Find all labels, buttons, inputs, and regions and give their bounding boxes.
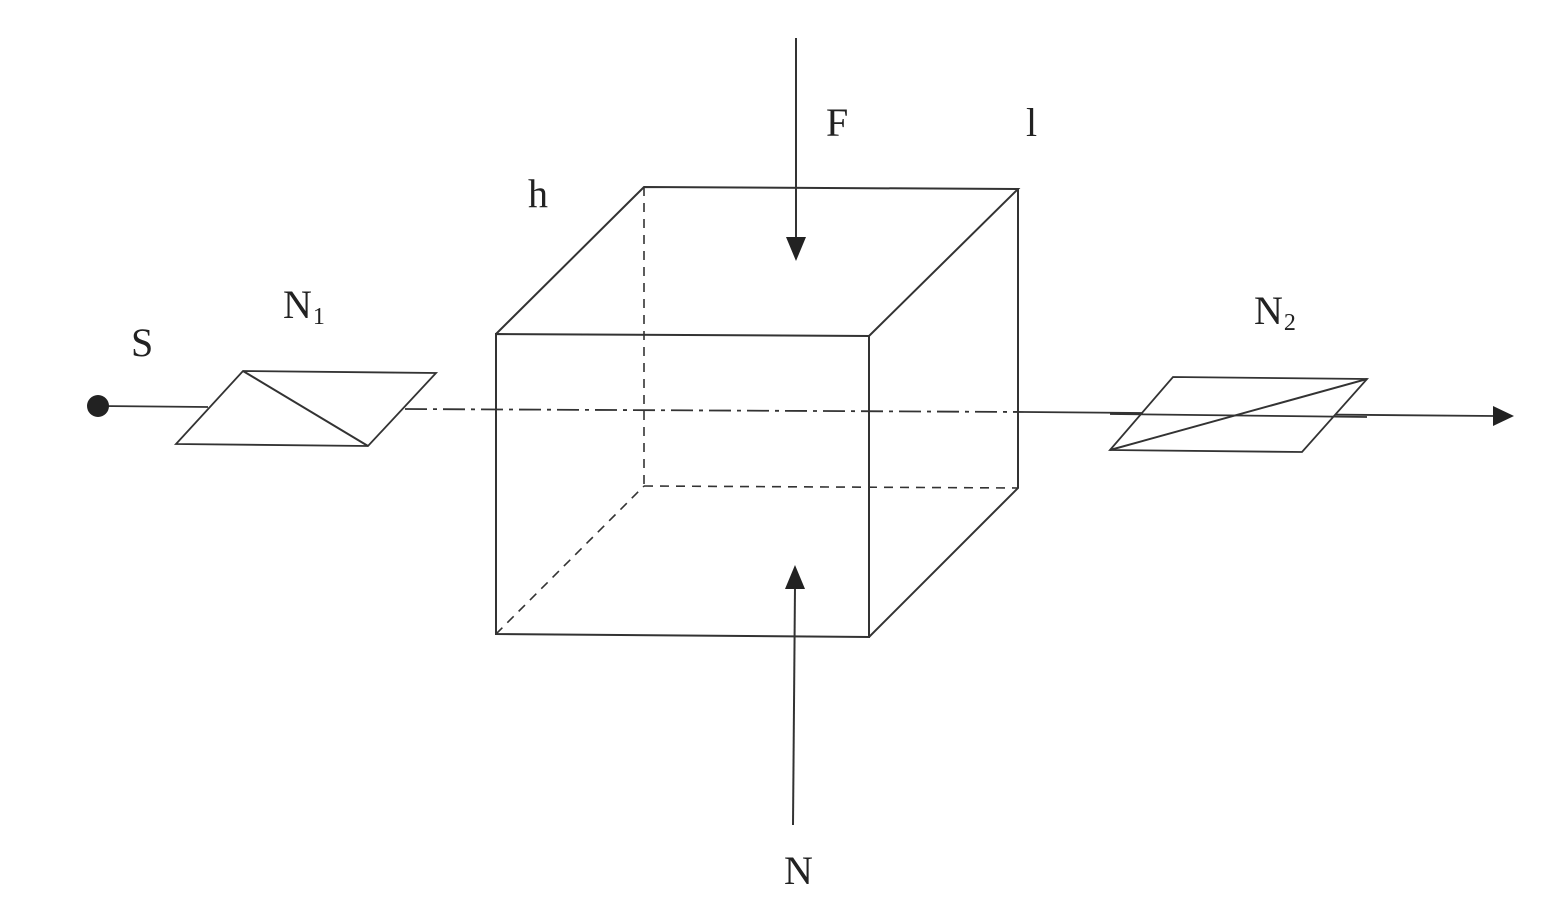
- polarizer-diagonal: [242, 370, 369, 447]
- analyzer-n2: [1108, 376, 1369, 453]
- label-polarizer-sub: 1: [313, 304, 325, 330]
- reaction-arrowhead: [785, 565, 805, 589]
- light-source-dot: [87, 395, 109, 417]
- beam-through-specimen: [404, 408, 1026, 413]
- label-height: h: [528, 171, 548, 216]
- force-arrow-f: [786, 38, 806, 261]
- label-polarizer: N1: [283, 282, 325, 330]
- cube-top-face: [495, 185, 1021, 337]
- beam-source-segment: [97, 405, 209, 408]
- specimen-cube: [495, 185, 1021, 639]
- label-polarizer-main: N: [283, 282, 312, 327]
- cube-hidden-bottom-side: [495, 485, 645, 635]
- cube-hidden-bottom-back: [643, 485, 1019, 489]
- force-arrowhead: [786, 237, 806, 261]
- beam-over-analyzer: [1109, 413, 1368, 418]
- beam-arrowhead: [1493, 406, 1514, 426]
- reaction-arrow-n: [785, 565, 805, 826]
- label-source: S: [131, 320, 153, 365]
- label-force: F: [826, 100, 848, 145]
- polarizer-n1: [173, 370, 439, 447]
- analyzer-diagonal: [1109, 378, 1368, 451]
- label-analyzer-sub: 2: [1284, 310, 1296, 336]
- label-length: l: [1026, 100, 1037, 145]
- label-analyzer: N2: [1254, 288, 1296, 336]
- cube-right-face: [868, 189, 1019, 638]
- label-reaction: N: [784, 848, 813, 893]
- label-analyzer-main: N: [1254, 288, 1283, 333]
- reaction-shaft: [792, 585, 796, 826]
